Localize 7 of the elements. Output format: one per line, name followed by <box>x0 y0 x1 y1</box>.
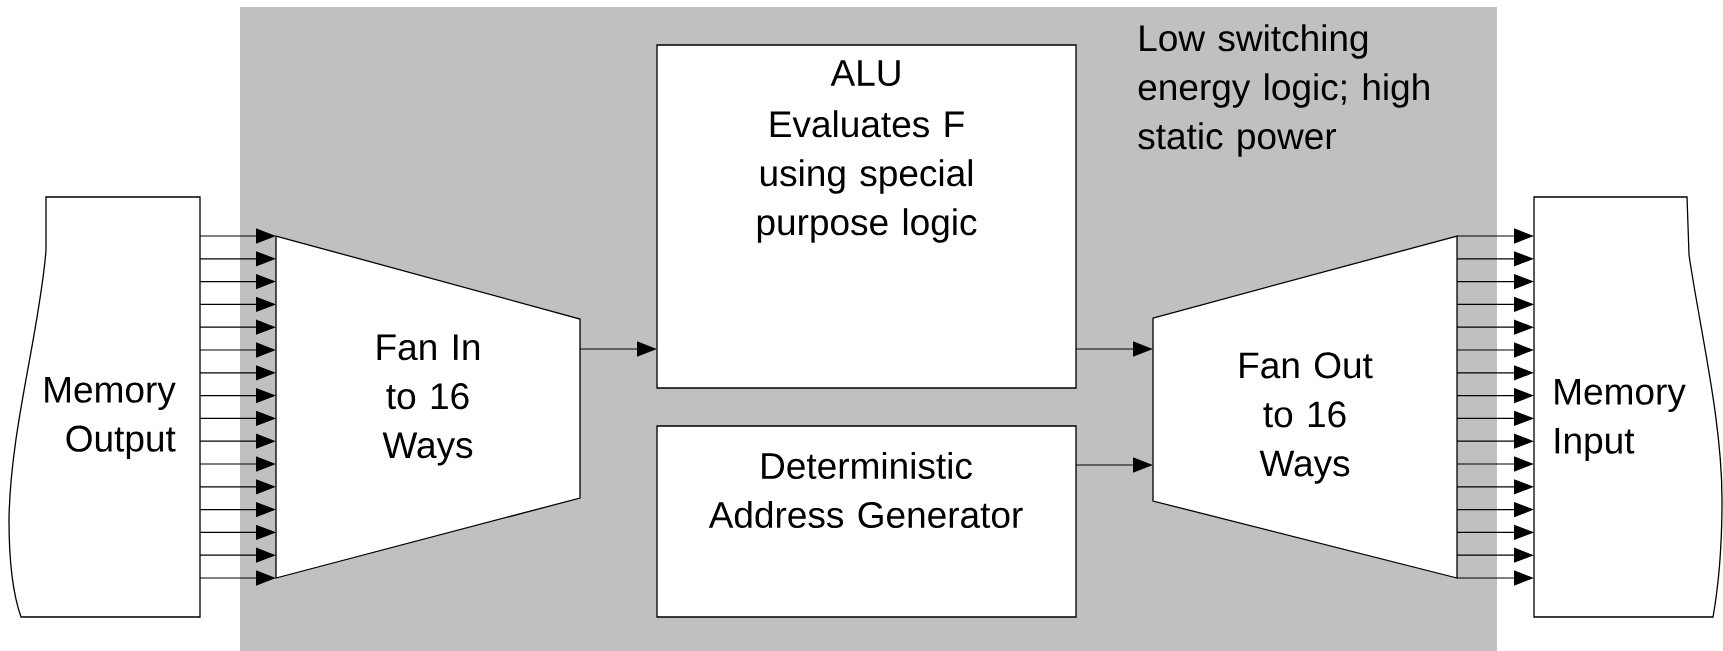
note-text: Low switching energy logic; high static power <box>1138 24 1429 157</box>
memory-block: Memory Output <box>8 196 201 618</box>
generator-box: Deterministic Address Generator <box>656 425 1077 618</box>
memory-block: Memory Input <box>1533 196 1723 618</box>
alu-box: ALU Evaluates F using special purpose logic <box>656 44 1077 389</box>
fan-in-trapezoid: Fan In to 16 Ways <box>275 235 581 579</box>
fan-out-trapezoid: Fan Out to 16 Ways <box>1152 235 1458 579</box>
